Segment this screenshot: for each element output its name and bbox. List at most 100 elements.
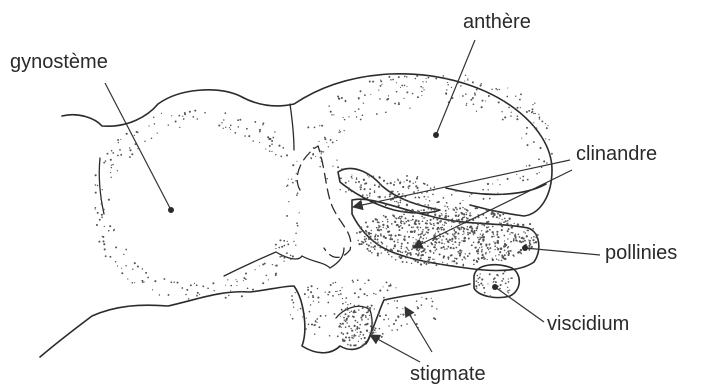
stipple-dot <box>533 113 535 115</box>
stipple-dot <box>380 85 382 87</box>
stipple-dot <box>489 198 491 200</box>
stipple-dot <box>462 259 463 260</box>
stipple-dot <box>356 326 358 328</box>
stipple-dot <box>321 151 323 153</box>
stipple-dot <box>473 264 475 266</box>
stipple-dot <box>413 226 414 227</box>
stipple-dot <box>374 245 376 247</box>
stipple-dot <box>423 250 425 252</box>
stipple-dot <box>360 188 362 190</box>
stipple-dot <box>95 192 97 194</box>
stipple-dot <box>234 292 235 293</box>
stipple-dot <box>369 315 370 316</box>
stipple-dot <box>463 232 464 233</box>
stipple-dot <box>526 111 528 113</box>
stipple-dot <box>474 94 476 96</box>
stipple-dot <box>517 223 519 225</box>
stipple-dot <box>378 90 379 91</box>
stipple-dot <box>342 298 343 299</box>
stipple-dot <box>386 281 388 283</box>
stipple-dot <box>495 281 497 283</box>
stipple-dot <box>379 196 381 198</box>
stipple-dot <box>423 262 425 264</box>
stipple-dot <box>272 137 274 139</box>
stipple-dot <box>401 243 403 245</box>
stipple-dot <box>362 344 364 346</box>
stipple-dot <box>536 127 538 129</box>
stipple-dot <box>364 94 366 96</box>
stipple-dot <box>434 212 435 213</box>
stipple-dot <box>515 96 516 97</box>
stipple-dot <box>419 197 421 199</box>
stipple-dot <box>455 212 457 214</box>
stipple-dot <box>356 232 358 234</box>
stipple-dot <box>499 184 500 185</box>
stipple-dot <box>484 292 486 294</box>
stipple-dot <box>388 234 390 236</box>
stipple-dot <box>477 226 478 227</box>
stipple-dot <box>134 282 135 283</box>
stipple-dot <box>533 239 535 241</box>
stipple-dot <box>502 219 503 220</box>
stipple-dot <box>421 297 422 298</box>
stipple-dot <box>391 223 393 225</box>
stipple-dot <box>96 224 98 226</box>
stipple-dot <box>416 75 418 77</box>
stipple-dot <box>375 332 376 333</box>
stipple-dot <box>446 238 448 240</box>
stipple-dot <box>379 315 381 317</box>
stipple-dot <box>533 242 535 244</box>
stipple-dot <box>245 278 247 280</box>
stipple-dot <box>394 181 395 182</box>
stipple-dot <box>417 176 419 178</box>
stipple-dot <box>283 260 284 261</box>
stipple-dot <box>396 91 398 93</box>
stipple-dot <box>458 219 460 221</box>
stipple-dot <box>480 222 481 223</box>
stipple-dot <box>455 215 457 217</box>
stipple-dot <box>416 253 417 254</box>
stipple-dot <box>324 137 326 139</box>
stipple-dot <box>374 241 376 243</box>
stipple-dot <box>410 220 411 221</box>
stipple-dot <box>408 188 409 189</box>
stipple-dot <box>405 312 407 314</box>
stipple-dot <box>368 176 369 177</box>
stipple-dot <box>447 215 449 217</box>
stipple-dot <box>357 332 358 333</box>
stipple-dot <box>515 237 517 239</box>
stipple-dot <box>378 312 380 314</box>
stipple-dot <box>496 247 497 248</box>
stipple-dot <box>340 177 342 179</box>
stipple-dot <box>262 122 264 124</box>
stipple-dot <box>435 78 437 80</box>
stipple-dot <box>278 145 280 147</box>
stipple-dot <box>407 231 408 232</box>
stipple-dot <box>417 188 419 190</box>
stipple-dot <box>351 310 353 312</box>
stipple-dot <box>197 292 199 294</box>
stipple-dot <box>424 217 425 218</box>
stipple-dot <box>351 176 353 178</box>
stipple-dot <box>388 285 390 287</box>
stipple-dot <box>489 244 490 245</box>
stipple-dot <box>314 127 316 129</box>
stipple-dot <box>485 217 487 219</box>
stipple-dot <box>346 332 348 334</box>
stipple-dot <box>455 231 457 233</box>
stipple-dot <box>498 259 499 260</box>
stipple-dot <box>452 233 454 235</box>
stipple-dot <box>527 179 529 181</box>
stipple-dot <box>380 80 381 81</box>
stipple-dot <box>356 328 358 330</box>
stipple-dot <box>347 309 348 310</box>
stipple-dot <box>453 221 455 223</box>
stipple-dot <box>474 246 476 248</box>
stipple-dot <box>387 251 389 253</box>
stipple-dot <box>323 151 324 152</box>
stipple-dot <box>499 251 501 253</box>
stipple-dot <box>318 326 320 328</box>
stipple-dot <box>524 240 526 242</box>
stipple-dot <box>377 241 378 242</box>
stipple-dot <box>292 182 294 184</box>
